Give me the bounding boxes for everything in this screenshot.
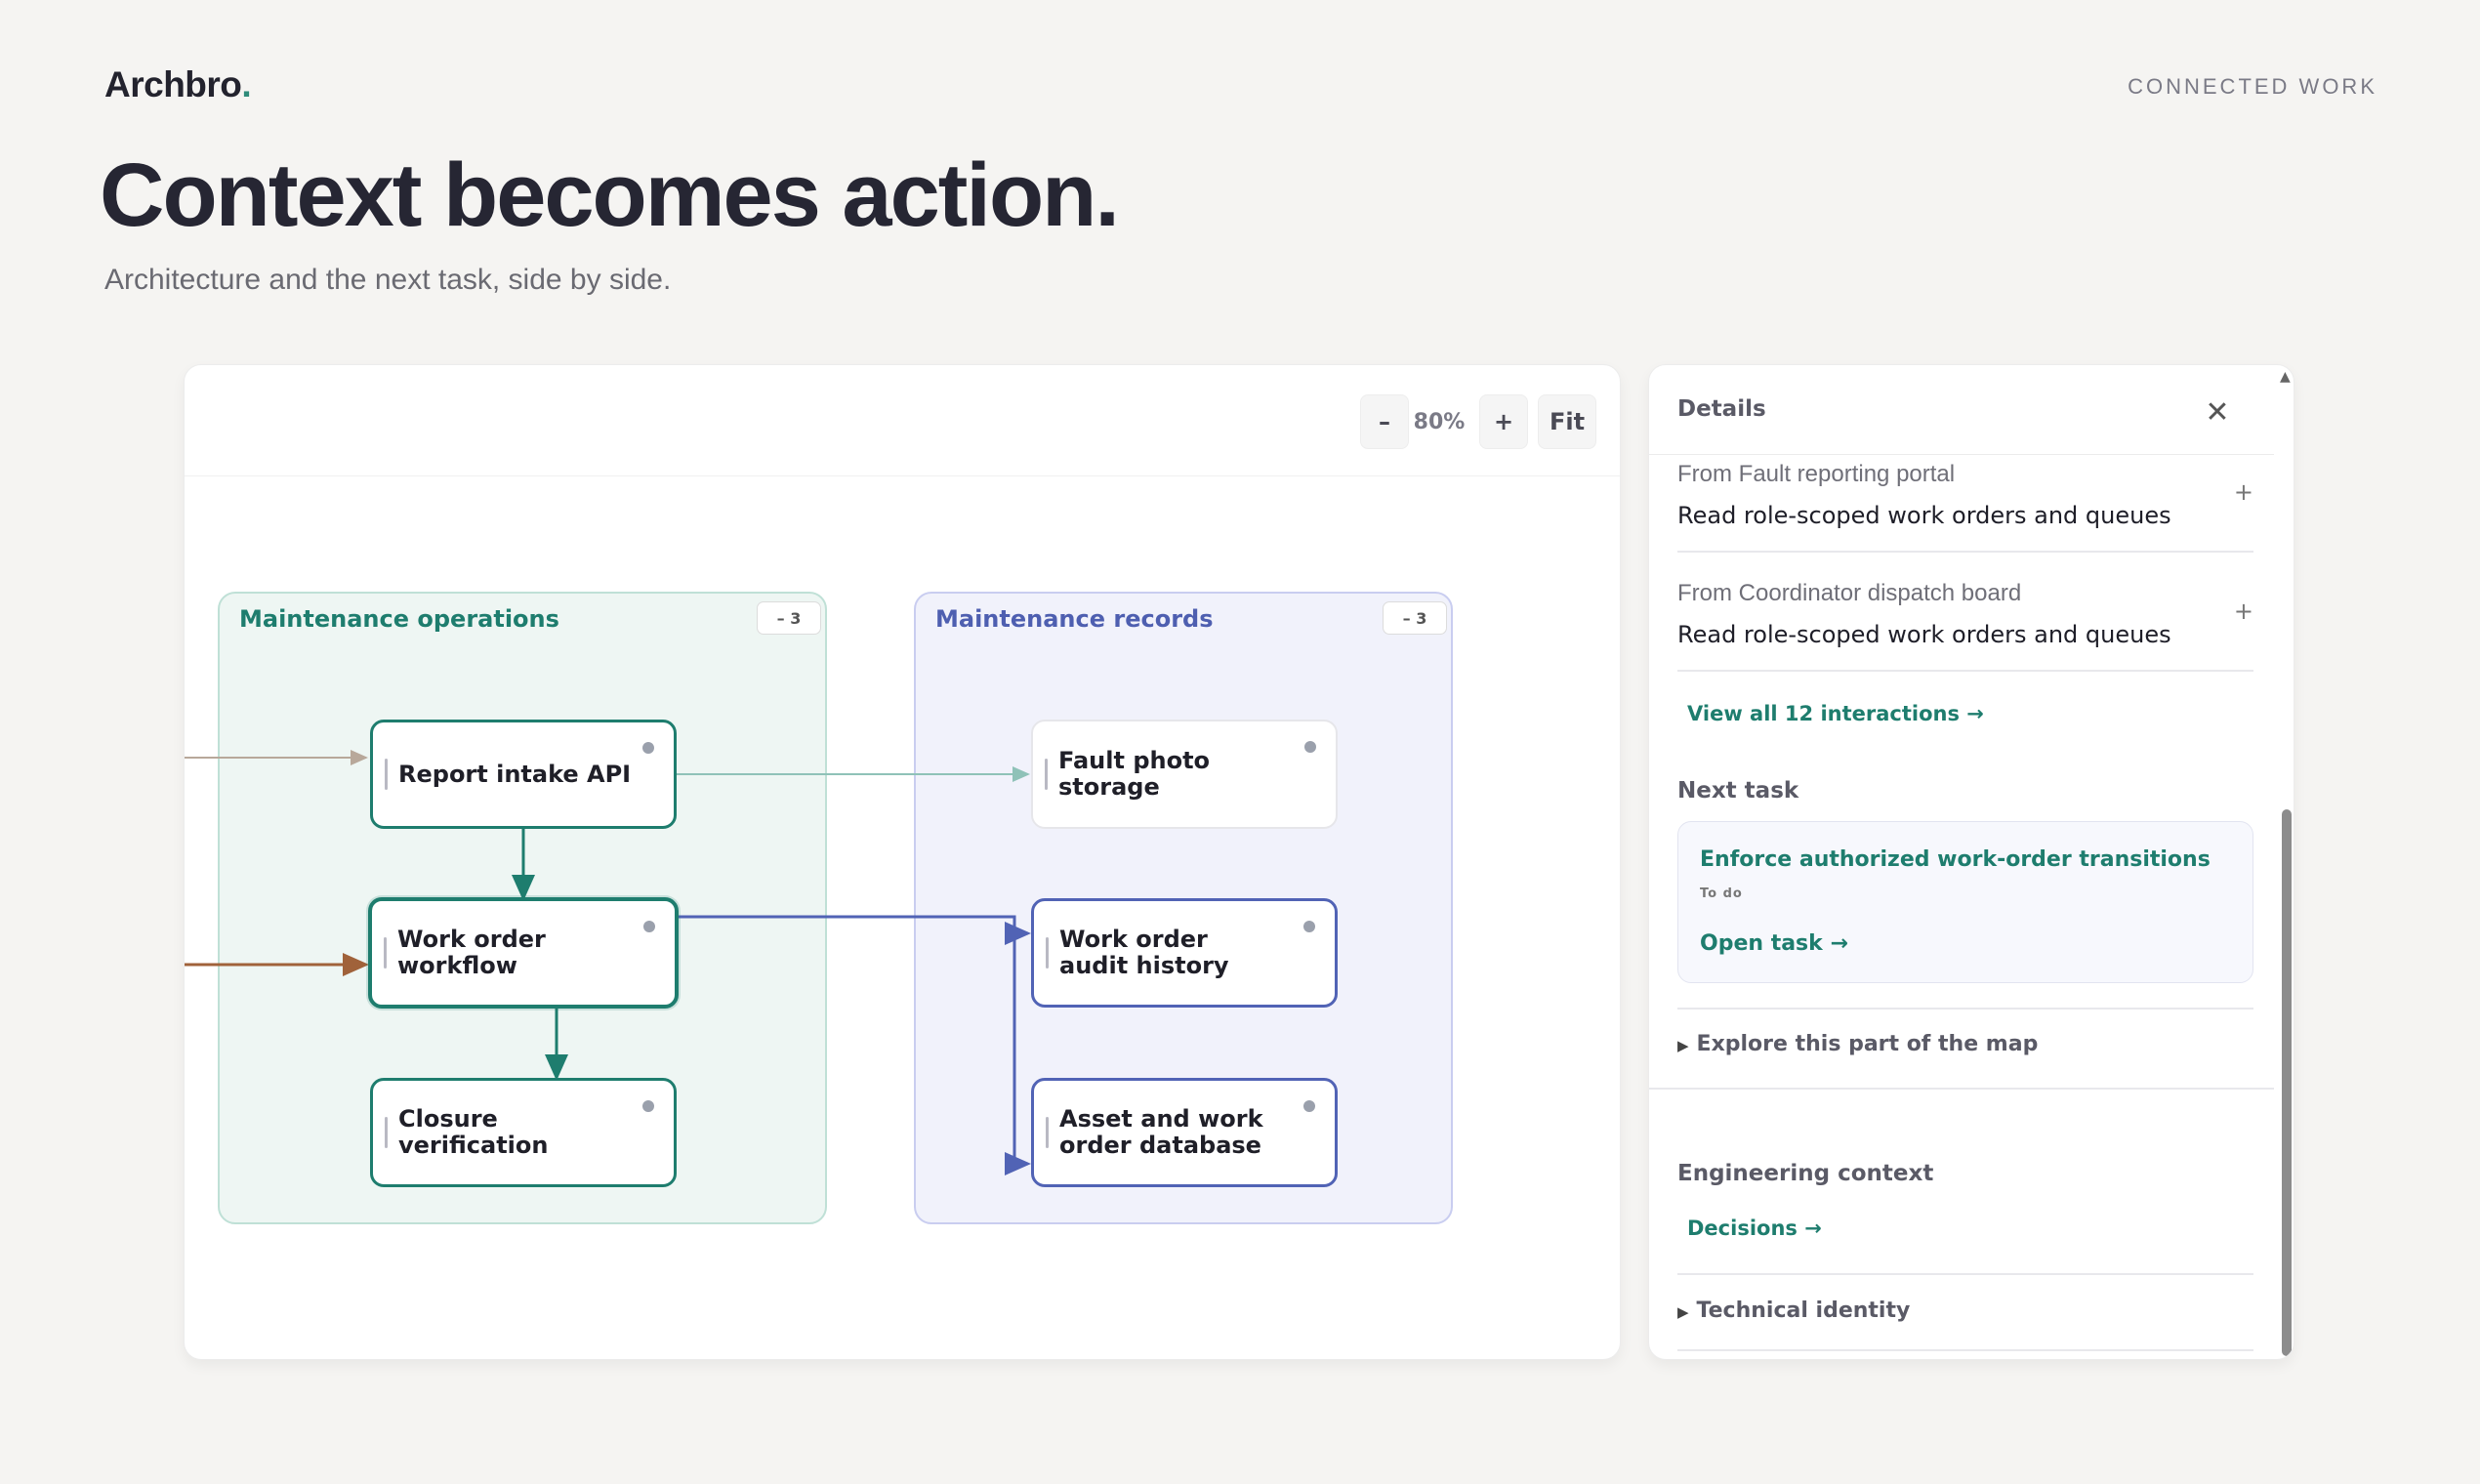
node-accent-bar bbox=[384, 937, 387, 969]
next-task-heading: Next task bbox=[1677, 778, 1799, 804]
divider bbox=[1677, 1273, 2253, 1275]
edge-workflow-to-asset-database bbox=[1005, 933, 1031, 1175]
task-title: Enforce authorized work-order transition… bbox=[1700, 847, 2211, 872]
technical-identity-disclosure[interactable]: ▶ Technical identity bbox=[1677, 1298, 1910, 1323]
edge-workflow-to-audit-history bbox=[676, 915, 1031, 945]
details-header: Details ✕ bbox=[1649, 365, 2274, 455]
divider bbox=[1649, 1088, 2274, 1090]
zoom-out-button[interactable]: – bbox=[1360, 394, 1409, 449]
node-label: Report intake API bbox=[398, 760, 632, 788]
decisions-link[interactable]: Decisions → bbox=[1687, 1216, 1822, 1240]
node-accent-bar bbox=[385, 759, 388, 790]
diagram-canvas[interactable]: – 80% + Fit Maintenance operations – 3 M… bbox=[184, 364, 1621, 1360]
node-label: Work order workflow bbox=[397, 926, 546, 979]
interaction-source: From Fault reporting portal bbox=[1677, 461, 1956, 487]
interaction-row[interactable]: From Fault reporting portal Read role-sc… bbox=[1677, 461, 2253, 553]
view-all-interactions-link[interactable]: View all 12 interactions → bbox=[1687, 702, 1984, 725]
expand-icon[interactable]: + bbox=[2233, 478, 2253, 506]
status-dot-icon bbox=[1303, 921, 1315, 932]
group-title: Maintenance operations bbox=[239, 605, 559, 633]
node-work-order-audit-history[interactable]: Work order audit history bbox=[1031, 898, 1338, 1008]
divider bbox=[1677, 1349, 2253, 1351]
collapse-group-button[interactable]: – 3 bbox=[1383, 601, 1447, 635]
node-fault-photo-storage[interactable]: Fault photo storage bbox=[1031, 720, 1338, 829]
collapse-group-button[interactable]: – 3 bbox=[757, 601, 821, 635]
node-label: Work order audit history bbox=[1059, 926, 1229, 979]
page-subtitle: Architecture and the next task, side by … bbox=[104, 264, 672, 296]
node-label: Asset and work order database bbox=[1059, 1105, 1263, 1159]
status-dot-icon bbox=[1304, 741, 1316, 753]
expand-icon[interactable]: + bbox=[2233, 598, 2253, 625]
status-dot-icon bbox=[642, 742, 654, 754]
canvas-toolbar: – 80% + Fit bbox=[185, 365, 1620, 476]
diagram-edges bbox=[185, 750, 1031, 1175]
node-label: Fault photo storage bbox=[1058, 747, 1211, 801]
node-accent-bar bbox=[1045, 759, 1048, 790]
node-work-order-workflow[interactable]: Work order workflow bbox=[368, 897, 679, 1009]
status-dot-icon bbox=[642, 1100, 654, 1112]
node-accent-bar bbox=[385, 1117, 388, 1148]
architecture-diagram: Maintenance operations – 3 Maintenance r… bbox=[185, 365, 1620, 1359]
scrollbar-thumb[interactable] bbox=[2282, 809, 2292, 1356]
close-icon[interactable]: ✕ bbox=[2205, 395, 2230, 430]
status-dot-icon bbox=[643, 921, 655, 932]
brand-dot: . bbox=[241, 64, 252, 104]
node-accent-bar bbox=[1046, 937, 1049, 969]
interaction-description: Read role-scoped work orders and queues bbox=[1677, 621, 2171, 648]
node-accent-bar bbox=[1046, 1117, 1049, 1148]
disclosure-triangle-icon: ▶ bbox=[1677, 1037, 1689, 1054]
disclosure-label: Technical identity bbox=[1696, 1298, 1911, 1323]
status-dot-icon bbox=[1303, 1100, 1315, 1112]
details-title: Details bbox=[1677, 396, 1766, 422]
engineering-context-heading: Engineering context bbox=[1677, 1161, 1934, 1186]
disclosure-triangle-icon: ▶ bbox=[1677, 1303, 1689, 1321]
open-task-link[interactable]: Open task → bbox=[1700, 931, 1848, 956]
brand-logo[interactable]: Archbro. bbox=[104, 64, 252, 105]
zoom-in-button[interactable]: + bbox=[1479, 394, 1528, 449]
interaction-description: Read role-scoped work orders and queues bbox=[1677, 502, 2171, 529]
section-eyebrow: CONNECTED WORK bbox=[2128, 74, 2377, 99]
group-title: Maintenance records bbox=[935, 605, 1214, 633]
task-card[interactable]: Enforce authorized work-order transition… bbox=[1677, 821, 2253, 983]
node-label: Closure verification bbox=[398, 1105, 549, 1159]
brand-name: Archbro bbox=[104, 64, 242, 104]
node-closure-verification[interactable]: Closure verification bbox=[370, 1078, 677, 1187]
disclosure-label: Explore this part of the map bbox=[1696, 1032, 2039, 1056]
node-report-intake-api[interactable]: Report intake API bbox=[370, 720, 677, 829]
zoom-level: 80% bbox=[1413, 409, 1466, 434]
node-asset-work-order-database[interactable]: Asset and work order database bbox=[1031, 1078, 1338, 1187]
details-panel: Details ✕ ▲ From Fault reporting portal … bbox=[1648, 364, 2294, 1360]
divider bbox=[1677, 1008, 2253, 1010]
fit-button[interactable]: Fit bbox=[1538, 394, 1596, 449]
page-title: Context becomes action. bbox=[100, 145, 1120, 245]
explore-map-disclosure[interactable]: ▶ Explore this part of the map bbox=[1677, 1032, 2038, 1056]
interaction-source: From Coordinator dispatch board bbox=[1677, 580, 2022, 606]
scroll-up-icon[interactable]: ▲ bbox=[2280, 369, 2291, 385]
interaction-row[interactable]: From Coordinator dispatch board Read rol… bbox=[1677, 580, 2253, 672]
task-status-badge: To do bbox=[1700, 886, 1743, 901]
